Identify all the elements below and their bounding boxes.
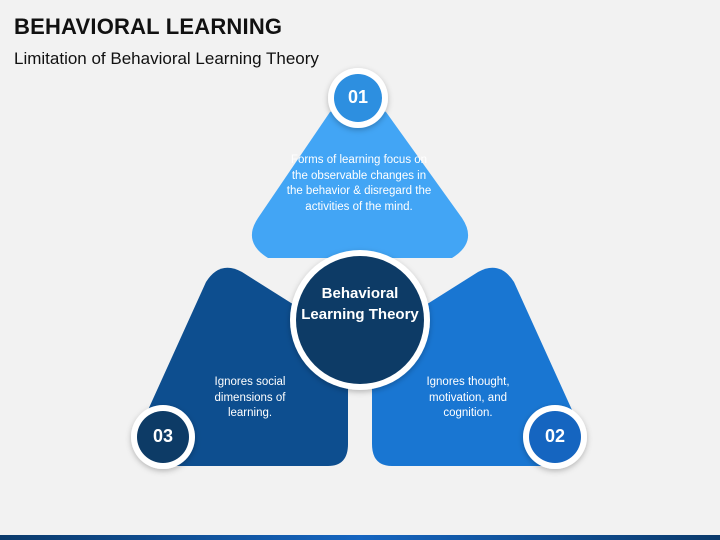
petal-01-text: Forms of learning focus on the observabl…: [286, 154, 432, 213]
petal-03-text: Ignores social dimensions of learning.: [214, 376, 286, 419]
petal-01: [251, 105, 469, 258]
slide-subtitle: Limitation of Behavioral Learning Theory: [14, 49, 319, 68]
bottom-accent-bar: [0, 535, 720, 540]
badge-02-number: 02: [544, 426, 566, 446]
slide-title: BEHAVIORAL LEARNING: [14, 14, 283, 39]
badge-02: [529, 411, 581, 463]
badge-01-number: 01: [347, 87, 369, 107]
petal-02-text: Ignores thought, motivation, and cogniti…: [426, 376, 510, 419]
badge-03: [137, 411, 189, 463]
center-label: Behavioral Learning Theory: [301, 285, 419, 323]
center-circle: [296, 256, 424, 384]
badge-01: [334, 74, 382, 122]
badge-03-number: 03: [152, 426, 174, 446]
